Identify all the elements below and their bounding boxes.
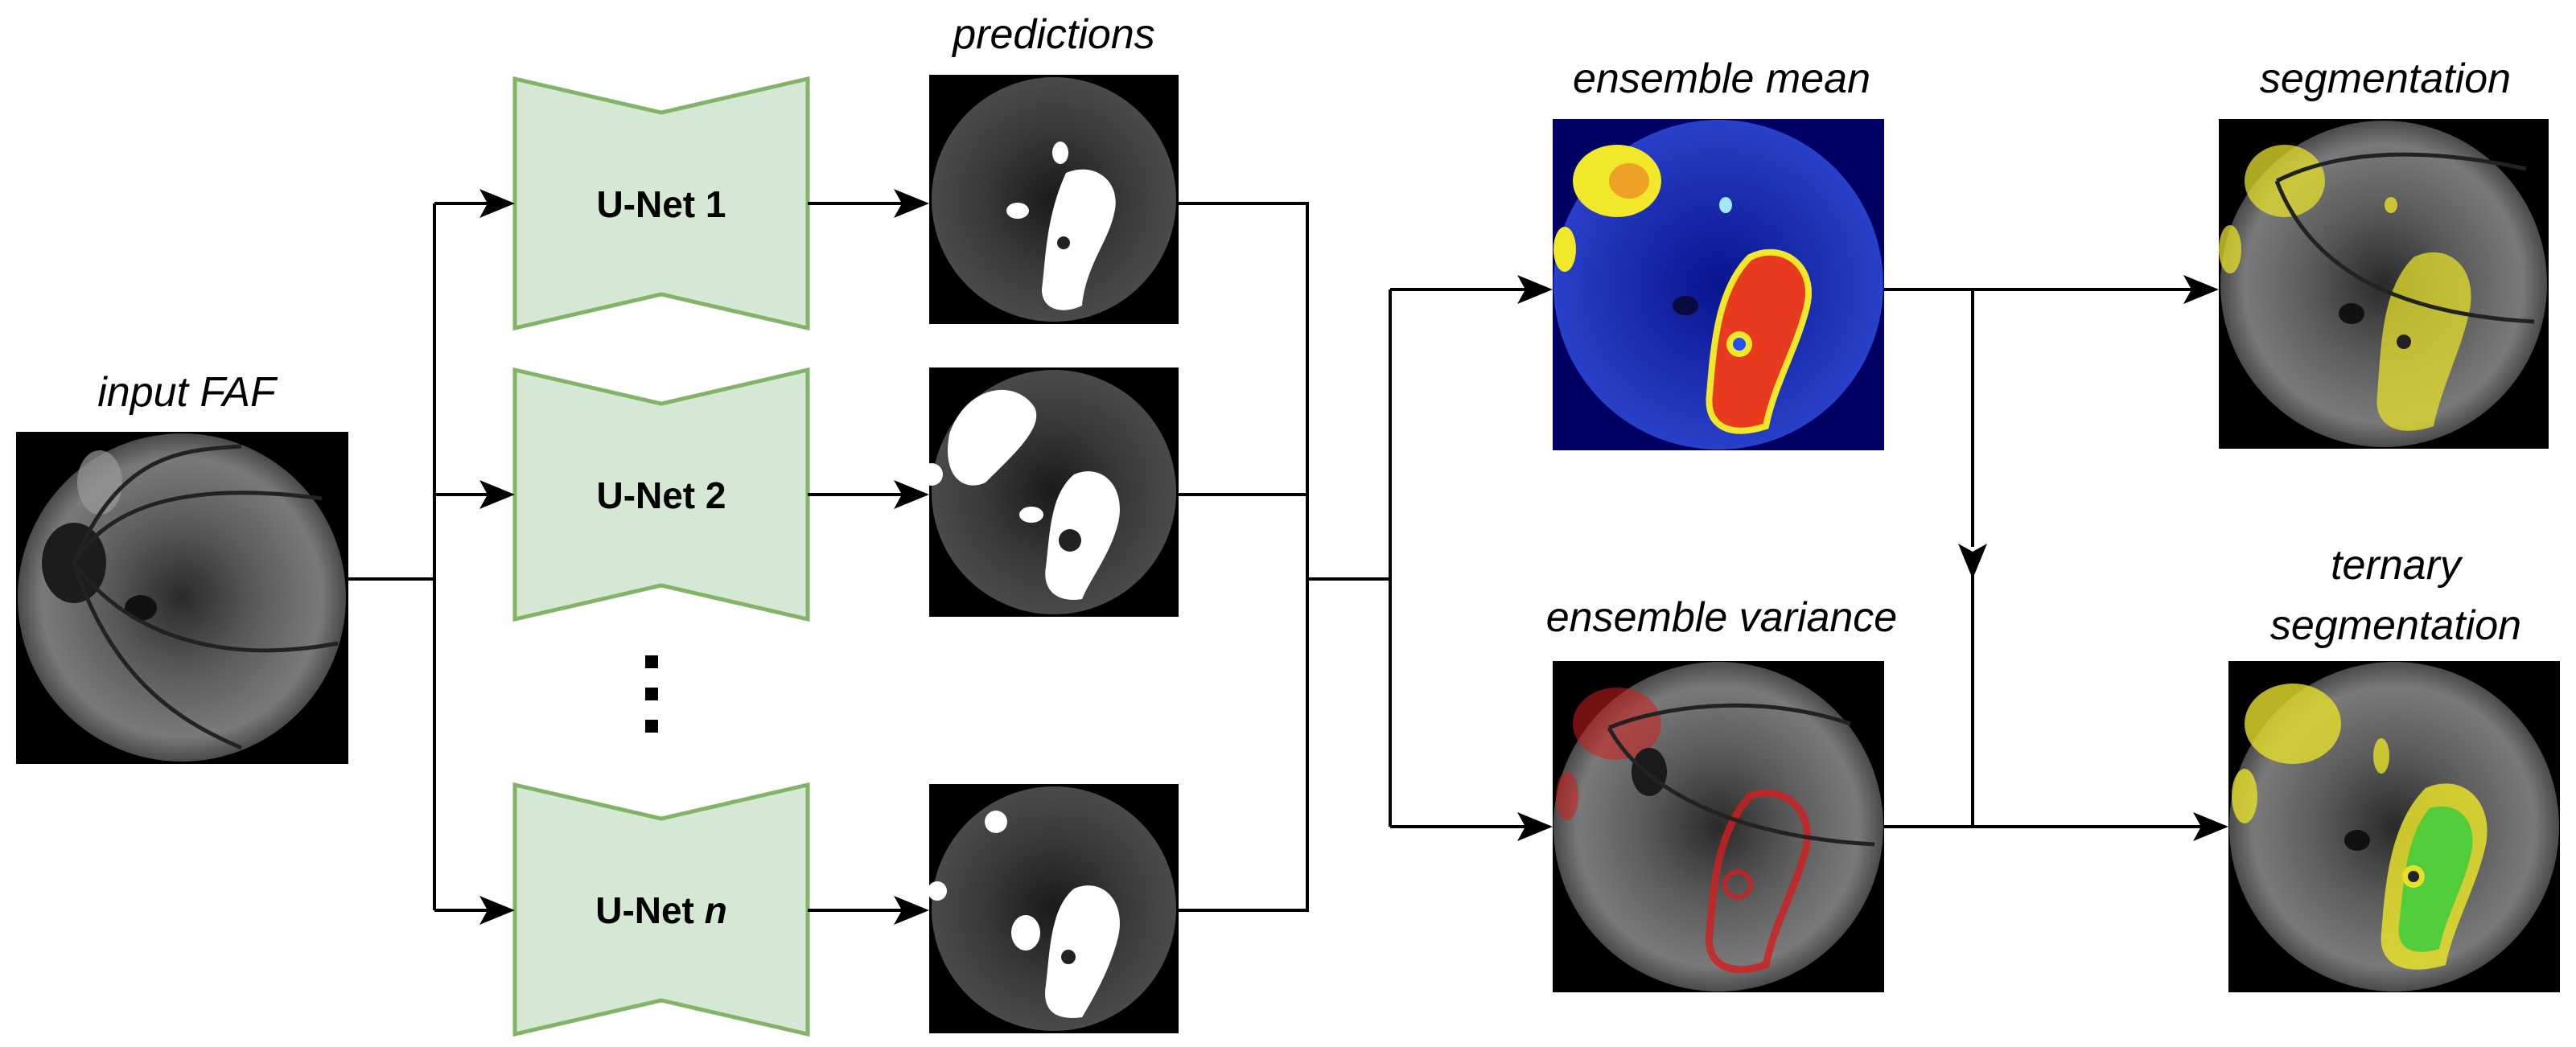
- input-faf-label: input FAF: [97, 369, 278, 416]
- arrowheads: [479, 189, 2228, 925]
- input-faf-image: [16, 432, 348, 764]
- unet-shape: [512, 782, 810, 1037]
- unet-2: U-Net 2: [512, 367, 810, 622]
- unet-n: U-Net n: [512, 782, 810, 1037]
- unet-1: U-Net 1: [512, 76, 810, 331]
- unet-shape: [512, 76, 810, 331]
- unet-label: U-Net n: [595, 889, 727, 931]
- predictions-label: predictions: [951, 11, 1154, 58]
- ternary-segmentation-image: [2228, 661, 2560, 992]
- prediction-image-1: [929, 75, 1179, 324]
- ensemble-mean-label: ensemble mean: [1573, 55, 1870, 102]
- unet-label: U-Net 1: [596, 183, 726, 225]
- segmentation-label: segmentation: [2260, 55, 2511, 102]
- ellipsis-dots: [645, 655, 658, 733]
- connectors: [348, 202, 2204, 912]
- prediction-image-n: [928, 784, 1179, 1033]
- prediction-image-2: [920, 367, 1179, 617]
- unet-shape: [512, 367, 810, 622]
- unet-label: U-Net 2: [596, 474, 726, 516]
- ensemble-variance-image: [1553, 661, 1884, 992]
- ternary-label-line1: ternary: [2331, 542, 2463, 589]
- ensemble-mean-image: [1553, 119, 1884, 450]
- ensemble-variance-label: ensemble variance: [1546, 594, 1897, 641]
- segmentation-image: [2219, 119, 2549, 449]
- ternary-label-line2: segmentation: [2270, 602, 2521, 649]
